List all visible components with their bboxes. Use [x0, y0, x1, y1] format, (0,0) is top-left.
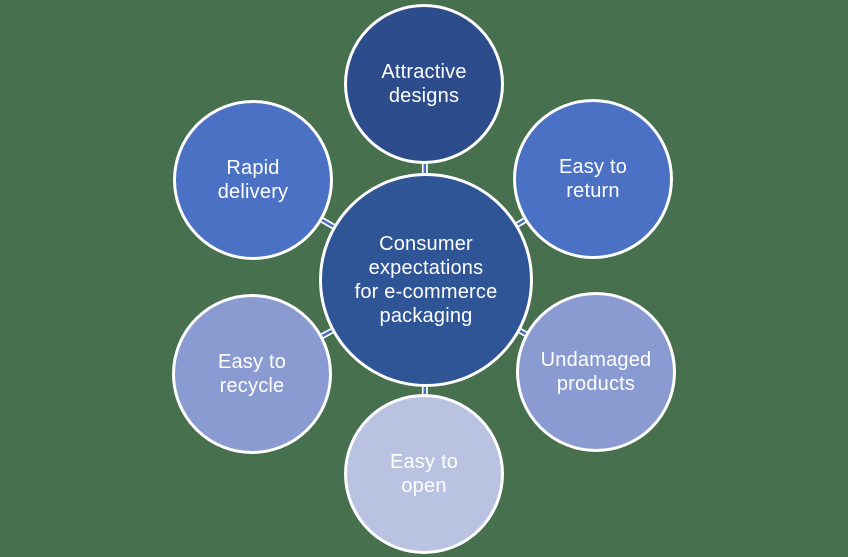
node-rapid-delivery: Rapid delivery: [173, 100, 333, 260]
node-label: Easy to recycle: [218, 350, 286, 398]
label-line: for e-commerce: [354, 281, 498, 303]
label-line: Consumer: [379, 233, 473, 255]
label-line: recycle: [219, 375, 285, 397]
label-line: Attractive: [381, 61, 467, 83]
label-line: products: [556, 373, 636, 395]
node-label: Attractive designs: [381, 60, 466, 108]
node-label: Easy to open: [390, 450, 458, 498]
center-node-label: Consumer expectations for e-commerce pac…: [355, 232, 498, 328]
node-easy-to-return: Easy to return: [513, 99, 673, 259]
node-easy-to-open: Easy to open: [344, 394, 504, 554]
label-line: packaging: [379, 305, 473, 327]
label-line: Easy to: [217, 351, 287, 373]
node-label: Rapid delivery: [218, 156, 289, 204]
label-line: Easy to: [558, 156, 628, 178]
label-line: expectations: [368, 257, 484, 279]
node-center-consumer-expectations: Consumer expectations for e-commerce pac…: [319, 173, 533, 387]
label-line: delivery: [217, 181, 289, 203]
node-label: Undamaged products: [541, 348, 652, 396]
node-attractive-designs: Attractive designs: [344, 4, 504, 164]
label-line: return: [566, 180, 620, 202]
label-line: open: [401, 475, 447, 497]
node-label: Easy to return: [559, 155, 627, 203]
label-line: Easy to: [389, 451, 459, 473]
label-line: Rapid: [226, 157, 280, 179]
label-line: Undamaged: [540, 349, 652, 371]
node-easy-to-recycle: Easy to recycle: [172, 294, 332, 454]
label-line: designs: [388, 85, 460, 107]
node-undamaged-products: Undamaged products: [516, 292, 676, 452]
